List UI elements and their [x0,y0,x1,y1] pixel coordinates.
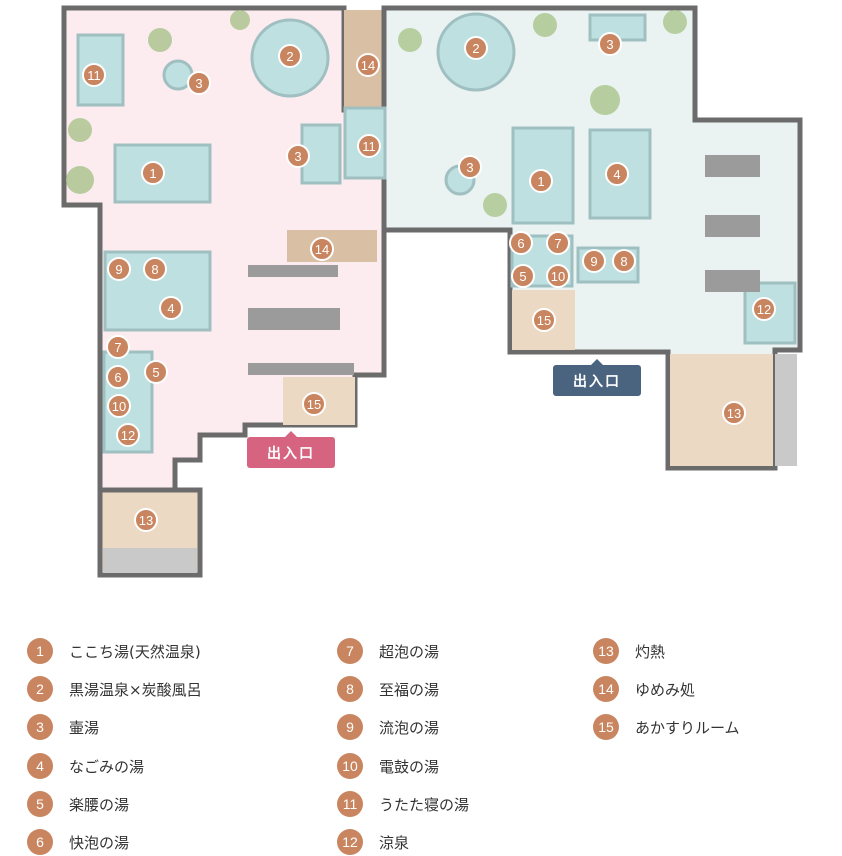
men-entrance-label: 出入口 [553,359,641,396]
marker-8-women[interactable]: 8 [143,257,167,281]
legend-label: 壷湯 [69,718,100,737]
marker-10-women[interactable]: 10 [107,394,131,418]
legend-item: 11 うたた寝の湯 [337,791,469,817]
marker-15-women[interactable]: 15 [302,392,326,416]
marker-11-men[interactable]: 11 [357,134,381,158]
legend-number: 1 [27,638,53,664]
marker-13-men[interactable]: 13 [722,401,746,425]
legend-number: 5 [27,791,53,817]
legend-label: なごみの湯 [69,757,145,776]
legend-label: 灼熱 [635,642,666,661]
legend-label: 流泡の湯 [379,718,440,737]
legend-item: 10 電鼓の湯 [337,753,439,779]
marker-1-women[interactable]: 1 [141,161,165,185]
marker-3-men-a[interactable]: 3 [458,155,482,179]
legend-number: 11 [337,791,363,817]
legend-item: 6 快泡の湯 [27,829,129,855]
marker-12-women[interactable]: 12 [116,423,140,447]
legend-label: 黒湯温泉×炭酸風呂 [69,680,202,699]
legend-number: 12 [337,829,363,855]
marker-4-men[interactable]: 4 [605,162,629,186]
legend-item: 4 なごみの湯 [27,753,144,779]
legend-item: 2 黒湯温泉×炭酸風呂 [27,676,202,702]
legend-label: あかすりルーム [635,718,740,737]
marker-5-men[interactable]: 5 [511,264,535,288]
legend-number: 14 [593,676,619,702]
legend-item: 14 ゆめみ処 [593,676,695,702]
marker-7-women[interactable]: 7 [106,335,130,359]
marker-3-men-b[interactable]: 3 [598,32,622,56]
marker-5-women[interactable]: 5 [144,360,168,384]
marker-3-women-b[interactable]: 3 [286,144,310,168]
legend-label: 楽腰の湯 [69,795,130,814]
legend-label: 至福の湯 [379,680,440,699]
legend-number: 3 [27,714,53,740]
marker-8-men[interactable]: 8 [612,249,636,273]
legend-label: ゆめみ処 [635,680,696,699]
marker-9-women[interactable]: 9 [107,257,131,281]
legend-number: 2 [27,676,53,702]
legend-label: ここち湯(天然温泉) [69,642,201,661]
legend-item: 1 ここち湯(天然温泉) [27,638,201,664]
legend-number: 4 [27,753,53,779]
legend-item: 15 あかすりルーム [593,714,740,740]
men-sauna-room [670,354,773,466]
marker-14-women[interactable]: 14 [310,237,334,261]
legend-label: 快泡の湯 [69,833,130,852]
legend-number: 10 [337,753,363,779]
marker-2-women[interactable]: 2 [278,44,302,68]
legend-number: 8 [337,676,363,702]
legend-number: 9 [337,714,363,740]
men-area [381,5,803,471]
marker-4-women[interactable]: 4 [159,296,183,320]
marker-3-women-a[interactable]: 3 [187,71,211,95]
marker-9-men[interactable]: 9 [582,249,606,273]
floor-plan [61,5,803,578]
legend-label: 超泡の湯 [379,642,440,661]
marker-11-women[interactable]: 11 [82,63,106,87]
legend-number: 15 [593,714,619,740]
legend-number: 7 [337,638,363,664]
marker-2-men[interactable]: 2 [464,36,488,60]
marker-6-women[interactable]: 6 [106,365,130,389]
legend-number: 13 [593,638,619,664]
legend-label: うたた寝の湯 [379,795,470,814]
marker-6-men[interactable]: 6 [509,231,533,255]
marker-10-men[interactable]: 10 [546,264,570,288]
legend-number: 6 [27,829,53,855]
legend-label: 涼泉 [379,833,410,852]
legend-item: 8 至福の湯 [337,676,439,702]
women-entrance-label: 出入口 [247,431,335,468]
legend-item: 9 流泡の湯 [337,714,439,740]
legend-item: 7 超泡の湯 [337,638,439,664]
marker-7-men[interactable]: 7 [546,231,570,255]
legend-item: 5 楽腰の湯 [27,791,129,817]
marker-12-men[interactable]: 12 [752,297,776,321]
legend-item: 13 灼熱 [593,638,665,664]
legend-label: 電鼓の湯 [379,757,440,776]
marker-14-men[interactable]: 14 [356,53,380,77]
marker-15-men[interactable]: 15 [532,308,556,332]
marker-13-women[interactable]: 13 [134,508,158,532]
marker-1-men[interactable]: 1 [529,169,553,193]
legend-item: 3 壷湯 [27,714,99,740]
legend-item: 12 涼泉 [337,829,409,855]
